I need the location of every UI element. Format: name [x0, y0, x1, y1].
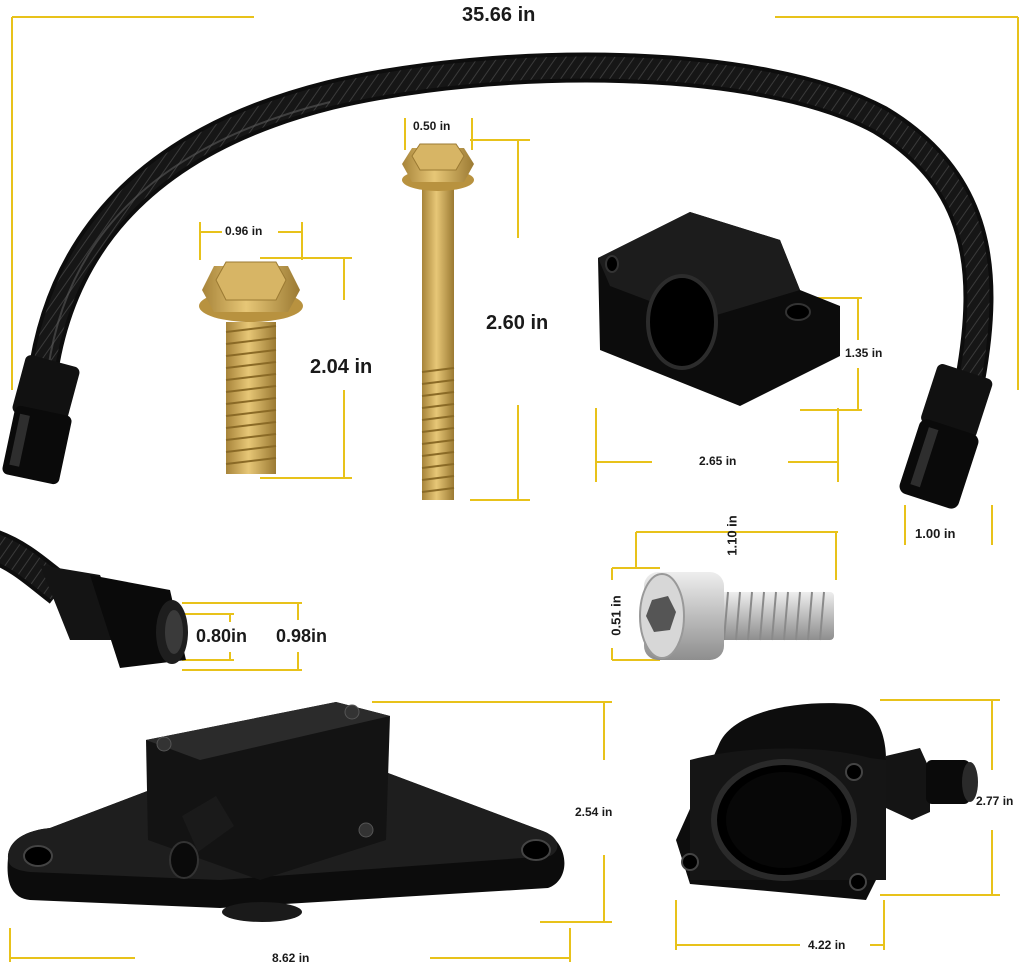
cap-screw-head-label: 0.51 in	[608, 595, 624, 636]
clamp-block	[598, 212, 840, 406]
plate-height-label: 2.54 in	[575, 805, 613, 819]
hose-fitting-right	[899, 364, 993, 509]
hose-length-label: 35.66 in	[462, 4, 536, 26]
hose-fitting-left	[2, 355, 80, 485]
small-bolt-head-label: 0.96 in	[225, 224, 263, 238]
housing-height-label: 2.77 in	[976, 794, 1014, 808]
hose-end-closeup	[0, 530, 188, 668]
long-bolt-length-label: 2.60 in	[486, 312, 549, 334]
water-housing	[676, 703, 978, 900]
long-bolt-head-label: 0.50 in	[413, 119, 451, 133]
small-brass-bolt	[199, 261, 303, 474]
flange-plate	[7, 702, 565, 922]
long-brass-bolt	[402, 143, 474, 500]
cap-screw-length-label: 1.10 in	[724, 515, 740, 556]
fitting-outer-label: 0.98in	[276, 626, 328, 646]
plate-width-label: 8.62 in	[272, 951, 310, 965]
hose-end-fitting-label: 1.00 in	[915, 526, 956, 541]
clamp-block-height-label: 1.35 in	[845, 346, 883, 360]
housing-width-label: 4.22 in	[808, 938, 846, 952]
dimension-lines	[9, 16, 1019, 962]
fitting-inner-label: 0.80in	[196, 626, 248, 646]
small-bolt-length-label: 2.04 in	[310, 356, 373, 378]
cap-screw	[639, 572, 834, 660]
clamp-block-width-label: 2.65 in	[699, 454, 737, 468]
braided-hose	[2, 52, 994, 509]
